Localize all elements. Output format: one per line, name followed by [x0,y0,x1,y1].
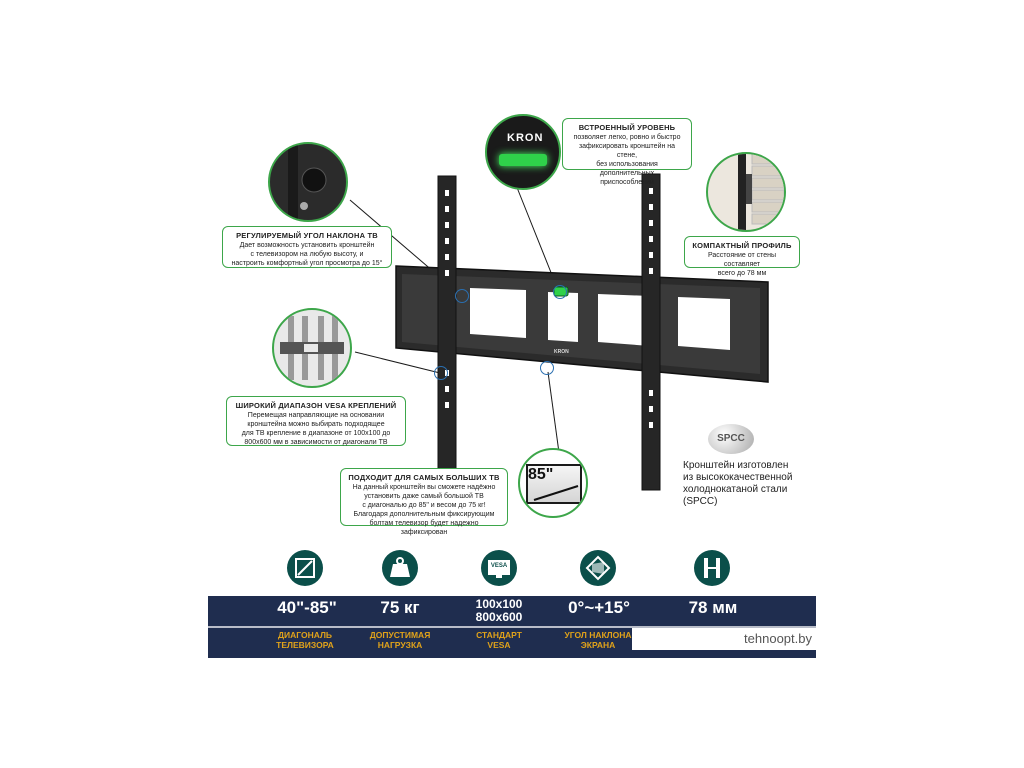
wall-distance-icon [694,550,730,586]
spec-divider [208,626,816,628]
profile-marker [540,361,554,375]
spec-tilt-value: 0°~+15° [568,598,630,617]
spec-tilt-label2: ЭКРАНА [580,640,616,650]
vesa-line2: кронштейна можно выбирать подходящее [247,421,385,428]
watermark: tehnoopt.by [632,628,816,650]
spec-weight-label2: НАГРУЗКА [377,640,423,650]
spec-tilt-label1: УГОЛ НАКЛОНА [564,630,632,640]
diagonal-icon [287,550,323,586]
level-line1: позволяет легко, ровно и быстро [573,134,681,141]
vesa-line1: Перемещая направляющие на основании [247,412,385,419]
tilt-title: РЕГУЛИРУЕМЫЙ УГОЛ НАКЛОНА ТВ [236,231,378,240]
vesa-icon-text: VESA [490,563,508,569]
spcc-badge: SPCC [708,424,754,454]
big-tv-callout: ПОДХОДИТ ДЛЯ САМЫХ БОЛЬШИХ ТВ На данный … [340,468,508,536]
spcc-line3: холоднокатаной стали [683,484,788,495]
spcc-badge-text: SPCC [717,433,745,444]
level-line3: без использования дополнительных [596,161,658,177]
profile-detail-circle [706,152,786,232]
spec-diagonal-label: ДИАГОНАЛЬ ТЕЛЕВИЗОРА [255,630,355,650]
level-title: ВСТРОЕННЫЙ УРОВЕНЬ [578,123,676,132]
tilt-callout: РЕГУЛИРУЕМЫЙ УГОЛ НАКЛОНА ТВ Дает возмож… [222,226,392,268]
profile-title: КОМПАКТНЫЙ ПРОФИЛЬ [692,241,792,250]
spec-vesa-value2: 800х600 [475,610,523,624]
spec-distance-value: 78 мм [688,598,738,617]
vesa-line3: для ТВ крепление в диапазоне от 100х100 … [241,430,391,437]
big-tv-line4: Благодаря дополнительным фиксирующим [353,511,495,518]
vesa-icon: VESA [481,550,517,586]
spcc-line2: из высококачественной [683,472,793,483]
vesa-title: ШИРОКИЙ ДИАПАЗОН VESA КРЕПЛЕНИЙ [235,401,397,410]
big-tv-line1: На данный кронштейн вы сможете надёжно [352,484,496,491]
level-callout: ВСТРОЕННЫЙ УРОВЕНЬ позволяет легко, ровн… [562,118,692,186]
spec-vesa-label: СТАНДАРТ VESA [449,630,549,650]
spec-diagonal-value: 40"-85" [277,598,337,617]
spec-vesa-label1: СТАНДАРТ [476,630,522,640]
spec-diagonal-label1: ДИАГОНАЛЬ [277,630,333,640]
level-detail-circle: KRON [485,114,561,190]
wall-bracket-illustration [395,173,769,491]
spec-weight-label1: ДОПУСТИМАЯ [369,630,431,640]
spcc-line4: (SPCC) [683,496,718,507]
spec-weight-label: ДОПУСТИМАЯ НАГРУЗКА [350,630,450,650]
big-tv-line3: с диагональю до 85" и весом до 75 кг! [362,502,486,509]
spcc-line1: Кронштейн изготовлен [683,460,789,471]
big-tv-title: ПОДХОДИТ ДЛЯ САМЫХ БОЛЬШИХ ТВ [348,473,500,482]
level-bubble-icon [499,154,547,166]
tilt-marker [455,289,469,303]
level-line4: приспособлений [600,179,654,186]
profile-callout: КОМПАКТНЫЙ ПРОФИЛЬ Расстояние от стены с… [684,236,800,277]
vesa-line4: 800х600 мм в зависимости от диагонали ТВ [244,439,388,446]
tilt-line3: настроить комфортный угол просмотра до 1… [231,260,383,267]
tilt-line1: Дает возможность установить кронштейн [239,242,375,249]
profile-line2: всего до 78 мм [717,270,767,277]
tilt-icon [580,550,616,586]
tilt-line2: с телевизором на любую высоту, и [250,251,364,258]
brand-logo: KRON [507,132,544,144]
vesa-detail-circle [272,308,352,388]
level-line2: зафиксировать кронштейн на стене, [578,143,676,159]
big-tv-line5: болтам телевизор будет надежно зафиксиро… [369,520,479,536]
diagonal-badge: 85" [528,466,554,483]
profile-line1: Расстояние от стены составляет [707,252,777,268]
level-marker [553,285,567,299]
vesa-marker [434,366,448,380]
spec-vesa-label2: VESA [487,640,511,650]
spec-weight-value: 75 кг [380,598,420,617]
spec-diagonal-label2: ТЕЛЕВИЗОРА [276,640,334,650]
bracket-logo: KRON [554,349,569,355]
spec-vesa-value: 100х100 800х600 [454,598,544,624]
big-tv-line2: установить даже самый большой ТВ [364,493,484,500]
spcc-text: Кронштейн изготовлен из высококачественн… [683,460,823,508]
tilt-detail-circle [268,142,348,222]
spec-vesa-value1: 100х100 [475,597,523,611]
spec-tilt-label: УГОЛ НАКЛОНА ЭКРАНА [548,630,648,650]
tv-size-circle: 85" [518,448,588,518]
vesa-callout: ШИРОКИЙ ДИАПАЗОН VESA КРЕПЛЕНИЙ Перемеща… [226,396,406,446]
weight-icon [382,550,418,586]
